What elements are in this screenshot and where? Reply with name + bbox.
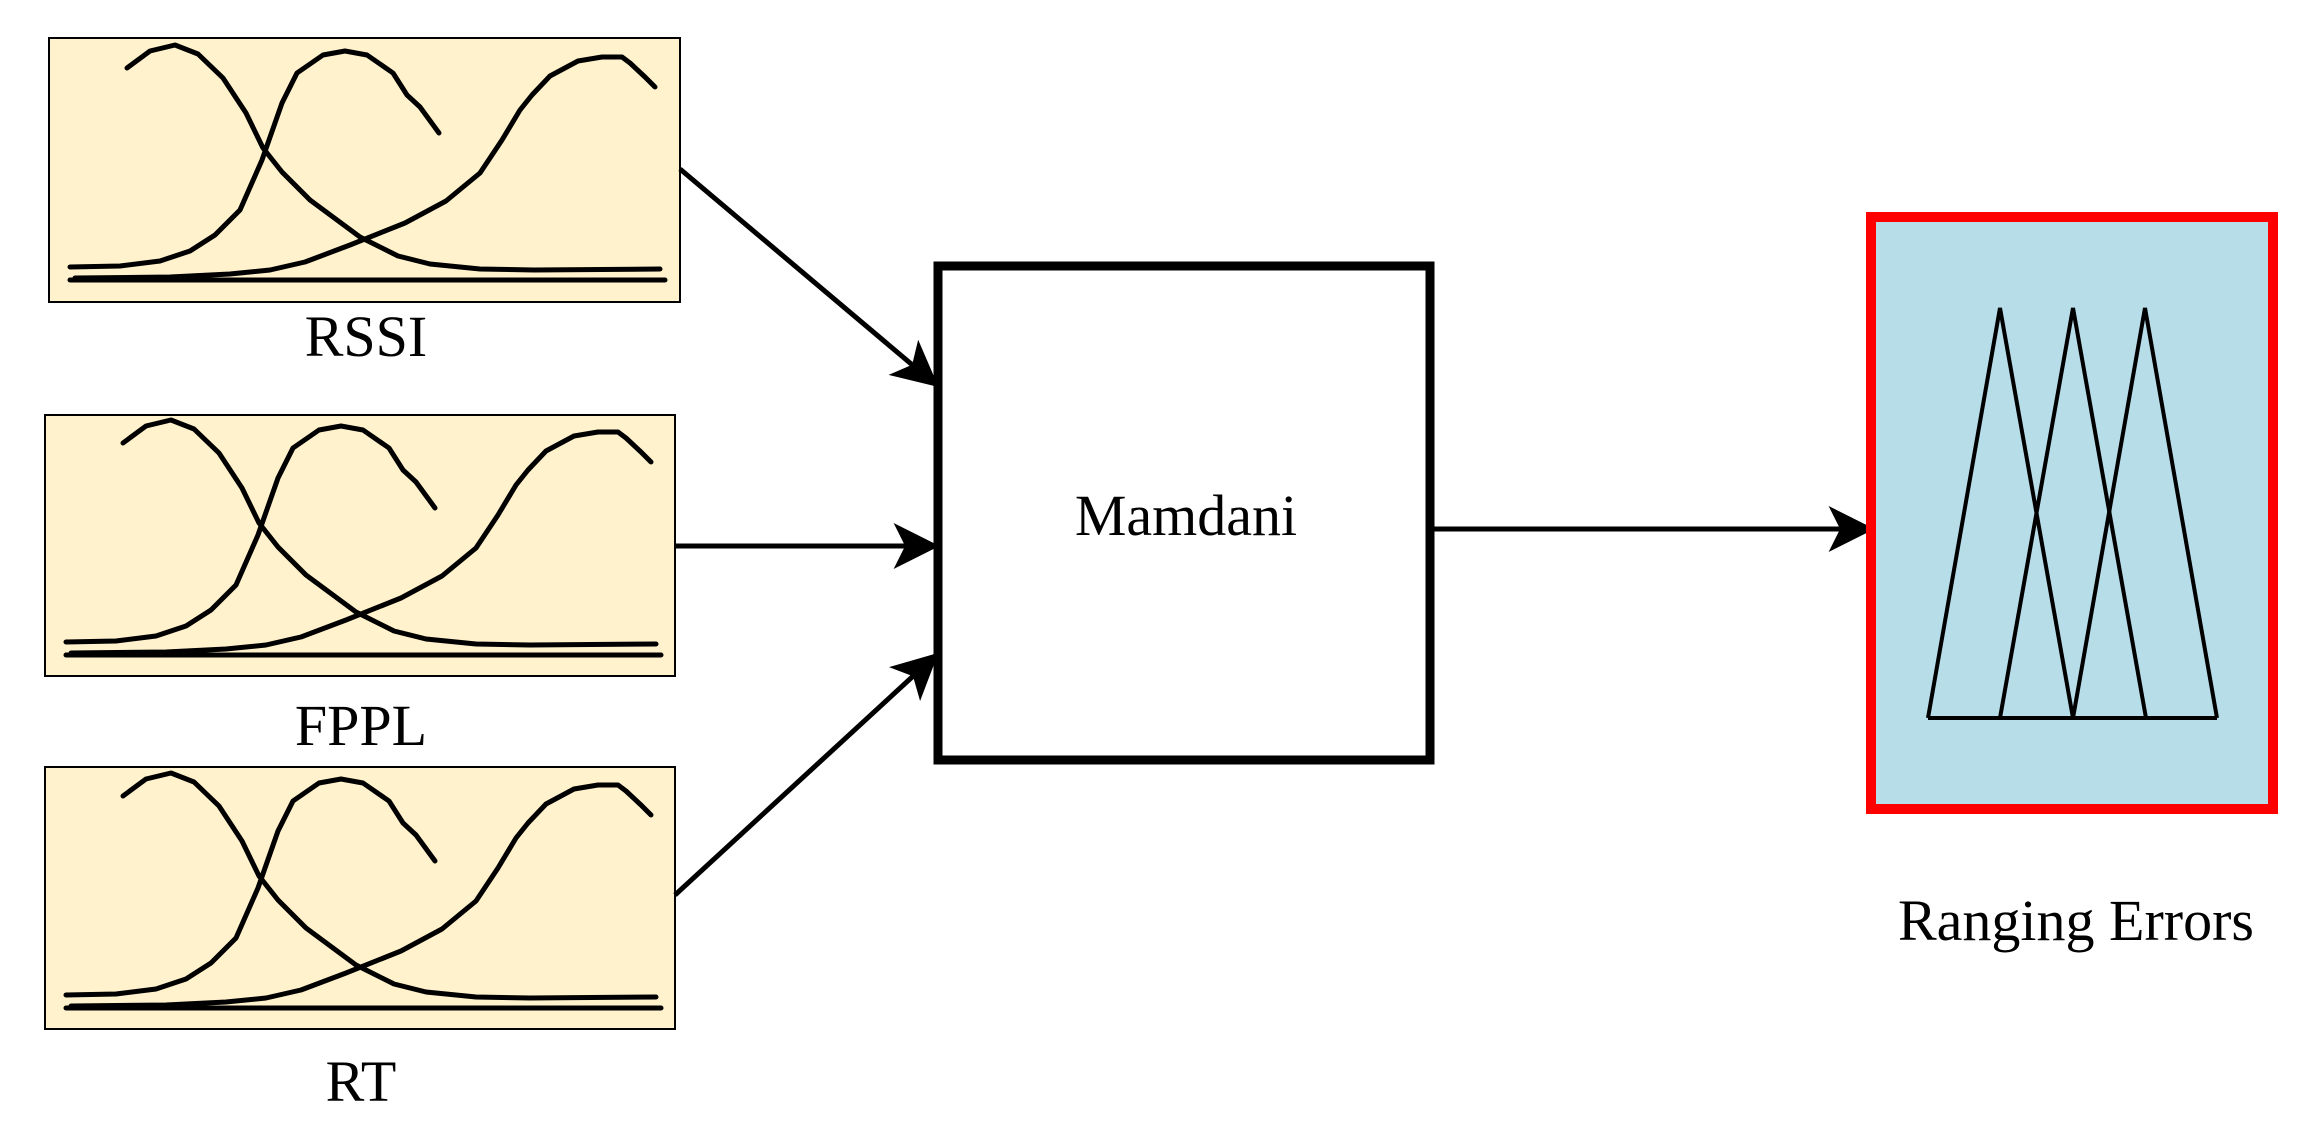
triangular-membership-functions <box>1926 307 2219 720</box>
output-label: Ranging Errors <box>1898 888 2254 953</box>
input-box-rt: RT <box>44 766 676 1114</box>
gaussian-membership-functions-rssi <box>67 42 668 283</box>
mf-left <box>67 48 442 270</box>
output-box: Ranging Errors <box>1866 212 2278 953</box>
mf-right <box>124 42 663 273</box>
mf-right <box>2071 307 2219 719</box>
gaussian-membership-functions-fppl <box>63 417 664 658</box>
engine-label: Mamdani <box>1075 483 1297 548</box>
gaussian-membership-functions-rt <box>63 770 664 1011</box>
mf-center <box>72 54 658 281</box>
arrow-rt-to-mamdani <box>673 652 939 897</box>
mf-center <box>68 429 654 656</box>
arrow-rssi-to-mamdani <box>678 167 939 387</box>
mf-left <box>63 776 438 998</box>
input-box-rssi: RSSI <box>48 37 681 369</box>
mf-center <box>68 782 654 1009</box>
input-label-rt: RT <box>326 1049 397 1114</box>
mf-left <box>63 423 438 645</box>
mamdani-box: Mamdani <box>933 261 1435 765</box>
mf-right <box>120 417 659 648</box>
input-label-rssi: RSSI <box>305 304 428 369</box>
input-box-fppl: FPPL <box>44 414 676 758</box>
mf-right <box>120 770 659 1001</box>
mf-center <box>1998 307 2148 719</box>
input-label-fppl: FPPL <box>295 693 427 758</box>
mf-left <box>1926 307 2075 719</box>
